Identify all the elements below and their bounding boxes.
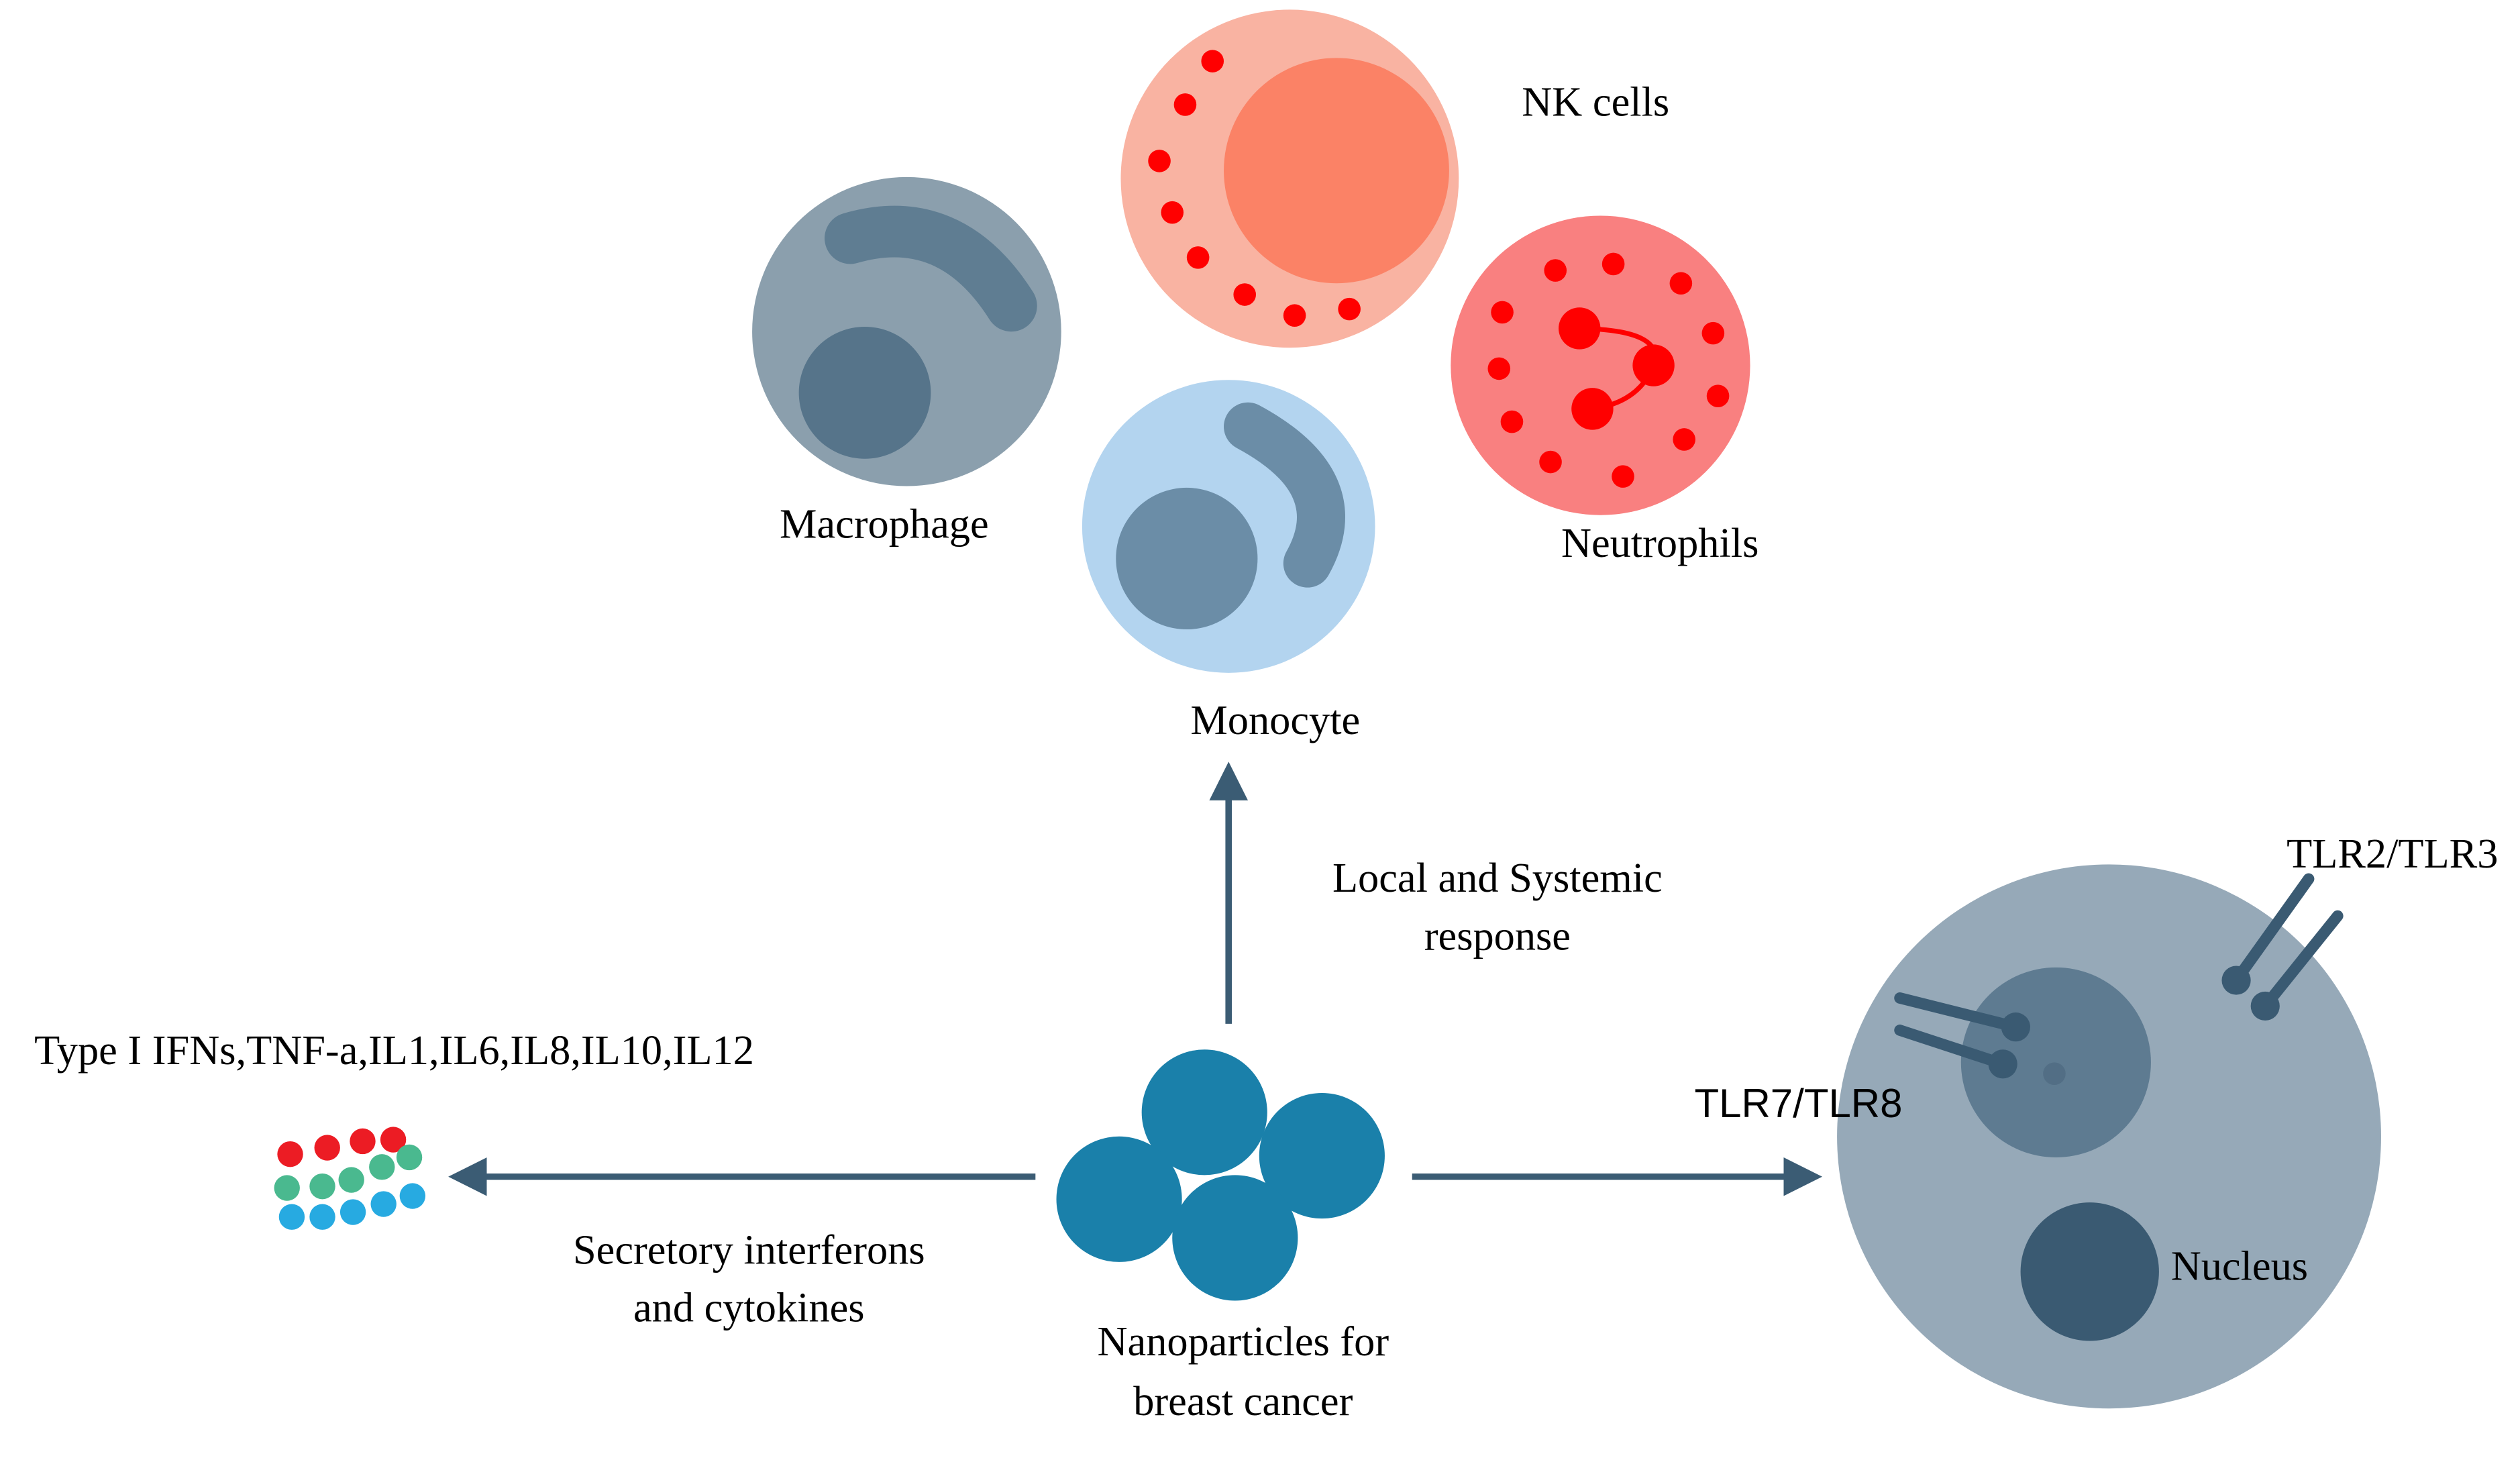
local-systemic-label-line1: Local and Systemic: [1332, 855, 1663, 901]
nanoparticles-label-line1: Nanoparticles for: [1098, 1318, 1389, 1365]
monocyte-label: Monocyte: [1190, 697, 1360, 743]
tlr7-tlr8-receptor: [1894, 992, 2030, 1079]
cytokine-list-label: Type I IFNs,TNF-a,IL1,IL6,IL8,IL10,IL12: [34, 1027, 754, 1074]
secretory-label-line2: and cytokines: [633, 1285, 865, 1331]
receptor-cell: [1837, 864, 2381, 1409]
tlr2-tlr3-label: TLR2/TLR3: [2287, 831, 2498, 877]
nk-cells-label: NK cells: [1522, 79, 1669, 125]
neutrophils-label: Neutrophils: [1561, 520, 1758, 566]
nucleus-label: Nucleus: [2171, 1243, 2308, 1289]
nk-cell: [1120, 9, 1459, 348]
tlr2-tlr3-receptor: [2221, 873, 2344, 1021]
local-systemic-label-line2: response: [1424, 912, 1571, 959]
tlr7-tlr8-label: TLR7/TLR8: [1695, 1081, 1903, 1126]
secretory-label-line1: Secretory interferons: [573, 1227, 925, 1273]
nanoparticle-cluster: [1056, 1049, 1385, 1301]
nanoparticles-label-line2: breast cancer: [1133, 1378, 1353, 1424]
neutrophil-cell: [1451, 215, 1750, 515]
macrophage-cell: [752, 176, 1061, 486]
monocyte-cell: [1082, 380, 1375, 673]
cytokine-dots: [274, 1127, 426, 1230]
macrophage-label: Macrophage: [780, 501, 989, 547]
